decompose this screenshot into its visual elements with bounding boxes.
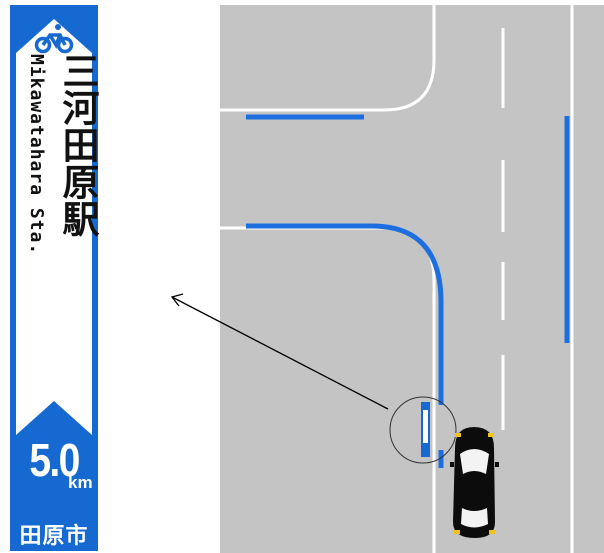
highlight-circle bbox=[389, 396, 457, 464]
wayfinding-sign bbox=[10, 5, 98, 551]
lower-blue-lane-marking bbox=[246, 223, 444, 405]
pointer-arrow-line bbox=[171, 296, 389, 410]
station-name-english: Mikawatahara Sta. bbox=[26, 54, 47, 256]
station-name-japanese: 三河田原駅 bbox=[56, 52, 99, 237]
pointer-arrow-head bbox=[170, 293, 184, 307]
distance: 5.0 km bbox=[10, 434, 98, 492]
city-name: 田原市 bbox=[19, 524, 89, 549]
upper-curb-line bbox=[220, 5, 436, 112]
bicycle-icon bbox=[34, 24, 74, 54]
distance-unit: km bbox=[68, 473, 93, 492]
sign-location-marker bbox=[421, 402, 430, 457]
road-surface bbox=[220, 5, 604, 553]
car bbox=[450, 427, 499, 538]
distance-value: 5.0 bbox=[29, 434, 80, 486]
